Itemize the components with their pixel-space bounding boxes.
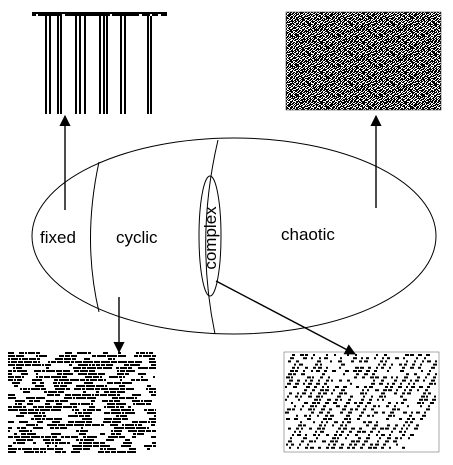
arrow-complex-to-pattern xyxy=(215,280,356,355)
cyclic-complex-divider xyxy=(205,139,219,335)
region-label-complex: complex xyxy=(201,206,220,270)
region-label-fixed: fixed xyxy=(40,228,76,247)
chaotic-pattern-thumbnail xyxy=(285,11,442,111)
state-space-ellipse xyxy=(31,137,437,335)
region-label-chaotic: chaotic xyxy=(281,225,335,244)
fixed-pattern-thumbnail xyxy=(32,12,167,114)
fixed-cyclic-divider xyxy=(90,161,100,313)
complex-region-outline xyxy=(198,175,222,297)
complex-pattern-thumbnail xyxy=(283,351,440,453)
region-label-cyclic: cyclic xyxy=(116,228,158,247)
cyclic-pattern-thumbnail xyxy=(8,350,156,453)
